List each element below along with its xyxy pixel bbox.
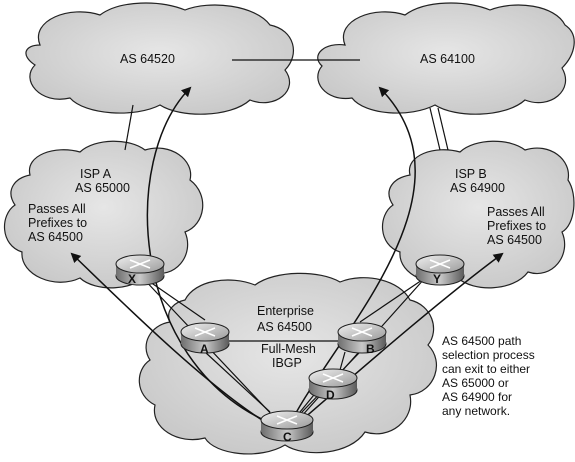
link-y-b — [359, 277, 426, 323]
router-label-c: C — [283, 430, 292, 444]
cloud-label-ispb-as: AS 64900 — [450, 181, 505, 195]
ispa-note-line3: AS 64500 — [28, 230, 83, 244]
side-note-line1: AS 64500 path — [442, 334, 521, 348]
side-note-line6: any network. — [442, 404, 510, 418]
cloud-isp-a — [3, 140, 204, 289]
ispb-note-line1: Passes All — [487, 205, 545, 219]
link-as64100-ispb-2 — [437, 107, 449, 151]
cloud-label-as64520: AS 64520 — [120, 52, 175, 66]
cloud-label-ispb-name: ISP B — [455, 167, 487, 181]
router-icon — [415, 254, 465, 286]
ispb-note-line2: Prefixes to — [487, 219, 546, 233]
router-label-d: D — [326, 388, 335, 402]
cloud-label-fullmesh: Full-Mesh — [261, 342, 316, 356]
router-icon — [337, 322, 387, 354]
cloud-label-as64100: AS 64100 — [420, 52, 475, 66]
link-as64520-ispa — [124, 104, 134, 151]
ispb-note-line3: AS 64500 — [487, 233, 542, 247]
side-note: AS 64500 path selection process can exit… — [442, 334, 535, 418]
side-note-line3: can exit to either — [442, 362, 530, 376]
arrow-c-to-ispb — [301, 252, 504, 421]
side-note-line4: AS 65000 or — [442, 376, 509, 390]
router-label-x: X — [128, 272, 136, 286]
link-a-c — [204, 351, 271, 413]
cloud-label-ispa-name: ISP A — [80, 167, 112, 181]
cloud-label-enterprise: Enterprise — [257, 304, 314, 318]
router-icon — [115, 254, 165, 286]
ispa-note-line2: Prefixes to — [28, 216, 87, 230]
cloud-isp-b — [381, 140, 575, 289]
cloud-label-ispa-as: AS 65000 — [75, 181, 130, 195]
ispa-note-line1: Passes All — [28, 202, 86, 216]
router-label-a: A — [200, 342, 209, 356]
cloud-label-ibgp: IBGP — [272, 356, 302, 370]
arrow-c-to-ispa — [70, 252, 263, 421]
router-label-b: B — [366, 342, 375, 356]
router-icon — [260, 410, 314, 442]
router-label-y: Y — [433, 272, 441, 286]
side-note-line5: AS 64900 for — [442, 390, 512, 404]
cloud-as-64100 — [317, 2, 575, 115]
cloud-enterprise — [138, 272, 438, 455]
router-icon — [308, 368, 358, 400]
cloud-as-64520 — [25, 2, 294, 115]
link-as64100-ispb-1 — [429, 107, 441, 151]
router-icon — [180, 322, 230, 354]
link-b-d — [339, 351, 346, 371]
side-note-line2: selection process — [442, 348, 535, 362]
links — [124, 59, 449, 419]
cloud-label-enterprise-as: AS 64500 — [257, 320, 312, 334]
